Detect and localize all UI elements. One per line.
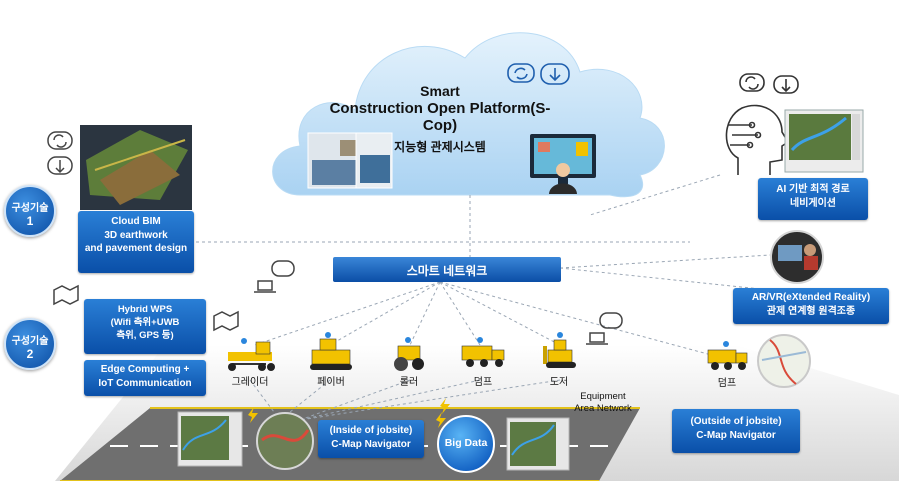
big-data-label: Big Data — [444, 437, 488, 449]
dozer-machine — [543, 332, 576, 368]
tech2-circle-number: 2 — [26, 347, 34, 361]
tech1-circle-number: 1 — [26, 214, 34, 228]
equipment-label-dozer: 도저 — [549, 377, 569, 388]
equipment-label-dump: 덤프 — [473, 377, 493, 388]
edge-computing-line1: Edge Computing + — [100, 364, 190, 375]
sync-download-icons-cloud — [507, 63, 570, 85]
paver-machine — [310, 332, 352, 370]
edge-computing-box: Edge Computing + IoT Communication — [84, 360, 206, 396]
cloud-bim-line3: and pavement design — [84, 243, 188, 254]
hybrid-wps-line1: Hybrid WPS — [117, 304, 173, 315]
ean-line1: Equipment — [580, 391, 626, 402]
equipment-group — [228, 332, 748, 371]
roller-machine — [394, 337, 424, 371]
tech2-circle: 구성기술 2 — [4, 318, 56, 370]
equipment-label-roller: 롤러 — [399, 377, 419, 388]
hybrid-wps-box: Hybrid WPS (Wifi 측위+UWB 측위, GPS 등) — [84, 299, 206, 354]
platform-title: Smart Construction Open Platform(S-Cop) … — [320, 83, 560, 155]
cloud-bim-line2: 3D earthwork — [104, 229, 168, 241]
cloud-bim-box: Cloud BIM 3D earthwork and pavement desi… — [78, 211, 194, 273]
dump-truck-machine — [461, 337, 505, 367]
inside-navigator-line2: C-Map Navigator — [331, 438, 411, 450]
tech1-circle-label: 구성기술 — [11, 203, 49, 214]
ai-navigation-line1: AI 기반 최적 경로 — [776, 184, 850, 195]
ai-navigation-box: AI 기반 최적 경로 네비게이션 — [758, 178, 868, 220]
hybrid-wps-line2: (Wifi 측위+UWB — [110, 316, 180, 328]
outside-navigator-line1: (Outside of jobsite) — [690, 416, 782, 427]
equipment-label-paver: 페이버 — [317, 377, 345, 388]
ean-line2: Area Network — [574, 403, 632, 415]
arvr-photo — [770, 230, 824, 284]
network-bar-shape — [333, 257, 561, 282]
big-data-sphere — [436, 412, 495, 473]
arvr-box: AR/VR(eXtended Reality) 관제 연계형 원격조종 — [733, 288, 889, 324]
arvr-line1: AR/VR(eXtended Reality) — [751, 292, 871, 303]
equipment-area-network-label: Equipment Area Network — [563, 391, 643, 416]
cloud-bim-line1: Cloud BIM — [111, 216, 161, 227]
arvr-line2: 관제 연계형 원격조종 — [766, 305, 856, 317]
map-and-laptop-icons — [53, 260, 623, 345]
tech2-circle-label: 구성기술 — [11, 336, 49, 347]
ai-navigation-line2: 네비게이션 — [790, 197, 836, 209]
equipment-label-grader: 그레이더 — [231, 377, 269, 388]
smart-network-label: 스마트 네트워크 — [406, 264, 488, 278]
platform-title-line1: Smart — [420, 83, 460, 99]
platform-title-line2: Construction Open Platform(S-Cop) — [329, 100, 551, 134]
edge-computing-line2: IoT Communication — [98, 377, 192, 389]
network-links — [190, 174, 771, 421]
left-cloud-icons — [47, 131, 73, 175]
bim-screenshot — [80, 125, 192, 210]
outside-map-photo — [757, 334, 811, 388]
lightning-bolts — [248, 398, 450, 423]
inside-navigator-box: (Inside of jobsite) C-Map Navigator — [318, 420, 424, 458]
ai-brain-icon — [725, 73, 799, 175]
ai-nav-screenshot — [784, 109, 864, 173]
outside-navigator-line2: C-Map Navigator — [696, 429, 776, 441]
control-monitor — [530, 134, 596, 194]
road-nav-screenshots — [177, 411, 570, 471]
equipment-label-outside-dump: 덤프 — [717, 378, 737, 389]
grader-machine — [228, 338, 275, 371]
tech1-circle: 구성기술 1 — [4, 185, 56, 237]
outside-dump-truck-machine — [707, 341, 748, 370]
inside-navigator-line1: (Inside of jobsite) — [329, 425, 413, 436]
platform-subtitle: 지능형 관제시스템 — [394, 140, 486, 154]
hybrid-wps-line3: 측위, GPS 등) — [116, 329, 174, 341]
outside-navigator-box: (Outside of jobsite) C-Map Navigator — [672, 409, 800, 453]
cloud-screenshots — [307, 132, 393, 189]
